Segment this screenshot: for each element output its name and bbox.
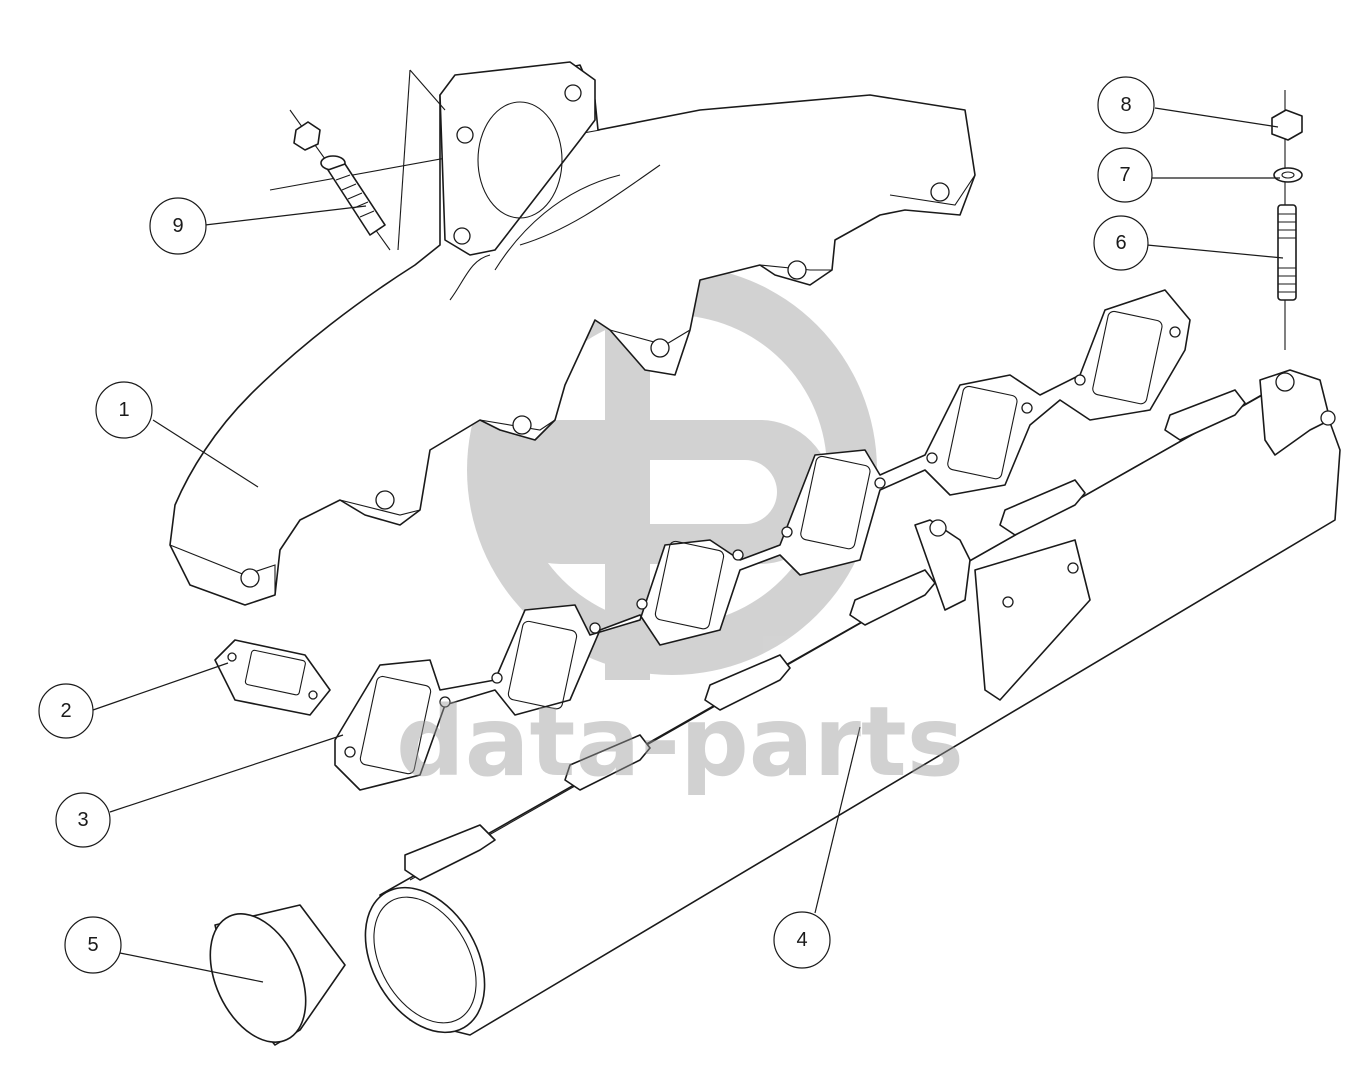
- callout-9: 9: [149, 197, 207, 255]
- callout-7-label: 7: [1119, 164, 1130, 186]
- callout-6: 6: [1093, 215, 1149, 271]
- manifold-stud-part: [289, 109, 391, 251]
- manifold-gasket-part: [334, 289, 1191, 791]
- callout-1: 1: [95, 381, 153, 439]
- callout-1-label: 1: [118, 399, 129, 421]
- callout-6-label: 6: [1115, 232, 1126, 254]
- leader-lines: [92, 107, 1284, 983]
- callout-3: 3: [55, 792, 111, 848]
- callout-5: 5: [64, 916, 122, 974]
- callout-2: 2: [38, 683, 94, 739]
- exhaust-manifold-part: [169, 61, 976, 606]
- callout-8: 8: [1097, 76, 1155, 134]
- end-cap-part: [209, 904, 346, 1046]
- callout-7: 7: [1097, 147, 1153, 203]
- flange-gasket-part: [214, 639, 331, 716]
- callout-9-label: 9: [172, 215, 183, 237]
- callout-2-label: 2: [60, 700, 71, 722]
- callout-8-label: 8: [1120, 94, 1131, 116]
- stud-washer-nut-part: [1271, 90, 1303, 350]
- watermark-text: data-parts: [396, 686, 964, 798]
- lower-manifold-part: [364, 369, 1341, 1036]
- callout-4: 4: [773, 911, 831, 969]
- callout-4-label: 4: [796, 929, 807, 951]
- callout-5-label: 5: [87, 934, 98, 956]
- callout-3-label: 3: [77, 809, 88, 831]
